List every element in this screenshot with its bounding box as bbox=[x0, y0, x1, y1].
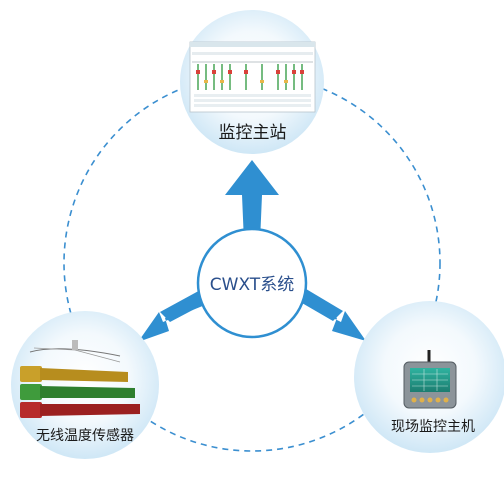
field-host-device-image bbox=[403, 350, 457, 409]
scada-screen-image bbox=[189, 41, 316, 113]
monitor-station-label: 监控主站 bbox=[218, 123, 287, 143]
temperature-sensor-straps-image bbox=[20, 340, 140, 418]
wireless-sensor-label: 无线温度传感器 bbox=[36, 428, 134, 444]
arrow-to-monitor-station bbox=[225, 160, 279, 242]
wireless-sensor-bubble bbox=[11, 311, 159, 459]
center-system-circle bbox=[196, 227, 308, 339]
center-system-title: CWXT系统 bbox=[209, 275, 295, 295]
field-host-label: 现场监控主机 bbox=[391, 419, 475, 435]
